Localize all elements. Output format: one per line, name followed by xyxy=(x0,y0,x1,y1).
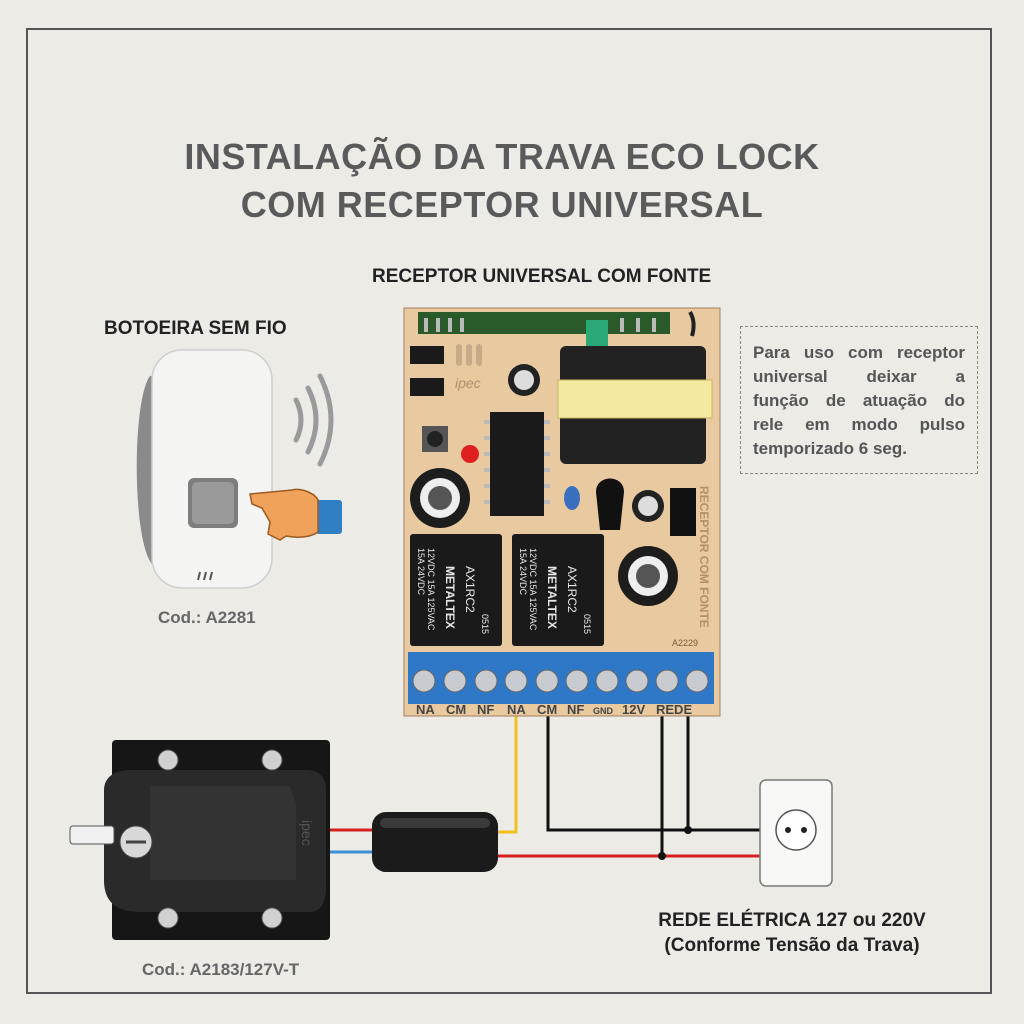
terminal-label: CM xyxy=(537,702,558,717)
wireless-button-device xyxy=(136,349,273,589)
signal-waves-icon xyxy=(293,373,334,467)
electric-lock: ipec xyxy=(69,740,330,940)
board-model: A2229 xyxy=(672,638,698,648)
relay1-brand: METALTEX xyxy=(443,566,457,629)
relay2-spec1: 12VDC 15A 125VAC xyxy=(528,548,538,631)
usage-note: Para uso com receptor universal deixar a… xyxy=(740,326,978,474)
terminal-label: CM xyxy=(446,702,467,717)
terminal-label: NF xyxy=(477,702,495,717)
note-line: função de atuação do xyxy=(753,391,965,410)
relay2-brand: METALTEX xyxy=(545,566,559,629)
relay1-spec2: 15A 24VDC xyxy=(416,548,426,596)
note-line: universal deixar a xyxy=(753,367,965,386)
page-title-line1: INSTALAÇÃO DA TRAVA ECO LOCK xyxy=(184,136,820,177)
pointing-hand-icon xyxy=(249,488,342,541)
relay2-code: 0515 xyxy=(582,614,592,634)
note-line: Para uso com receptor xyxy=(753,343,965,362)
note-line: temporizado 6 seg. xyxy=(753,439,907,458)
terminal-label: NF xyxy=(567,702,585,717)
inline-module xyxy=(372,812,498,872)
receiver-label: RECEPTOR UNIVERSAL COM FONTE xyxy=(372,266,712,287)
board-brand: ipec xyxy=(455,375,481,391)
wall-outlet xyxy=(759,779,833,887)
page-title-line2: COM RECEPTOR UNIVERSAL xyxy=(240,184,764,225)
relay2-spec2: 15A 24VDC xyxy=(518,548,528,596)
terminal-label: NA xyxy=(507,702,526,717)
wire-black-cm xyxy=(546,716,800,832)
note-line: rele em modo pulso xyxy=(753,415,965,434)
lock-code: Cod.: A2183/127V-T xyxy=(142,960,300,979)
mains-voltage: REDE ELÉTRICA 127 ou 220V xyxy=(658,910,926,931)
relay1-spec1: 12VDC 15A 125VAC xyxy=(426,548,436,631)
relay1-code: 0515 xyxy=(480,614,490,634)
lock-brand: ipec xyxy=(299,820,315,846)
terminal-label: GND xyxy=(593,706,613,716)
terminal-label: NA xyxy=(416,702,435,717)
remote-label: BOTOEIRA SEM FIO xyxy=(104,318,287,339)
terminal-label: 12V xyxy=(622,702,646,717)
receiver-board: ipec METALTEX AX1RC2 xyxy=(403,307,721,717)
mains-note: (Conforme Tensão da Trava) xyxy=(664,935,920,956)
remote-code: Cod.: A2281 xyxy=(158,608,256,627)
ipec-logo-icon xyxy=(456,344,482,366)
terminal-screws xyxy=(412,669,709,693)
wire-yellow xyxy=(496,716,518,834)
relay1-model: AX1RC2 xyxy=(463,566,477,613)
board-text: RECEPTOR COM FONTE xyxy=(697,486,711,628)
diagram-frame xyxy=(26,28,992,994)
relay2-model: AX1RC2 xyxy=(565,566,579,613)
mains-label: REDE ELÉTRICA 127 ou 220V (Conforme Tens… xyxy=(612,908,972,958)
terminal-label: REDE xyxy=(656,702,693,717)
